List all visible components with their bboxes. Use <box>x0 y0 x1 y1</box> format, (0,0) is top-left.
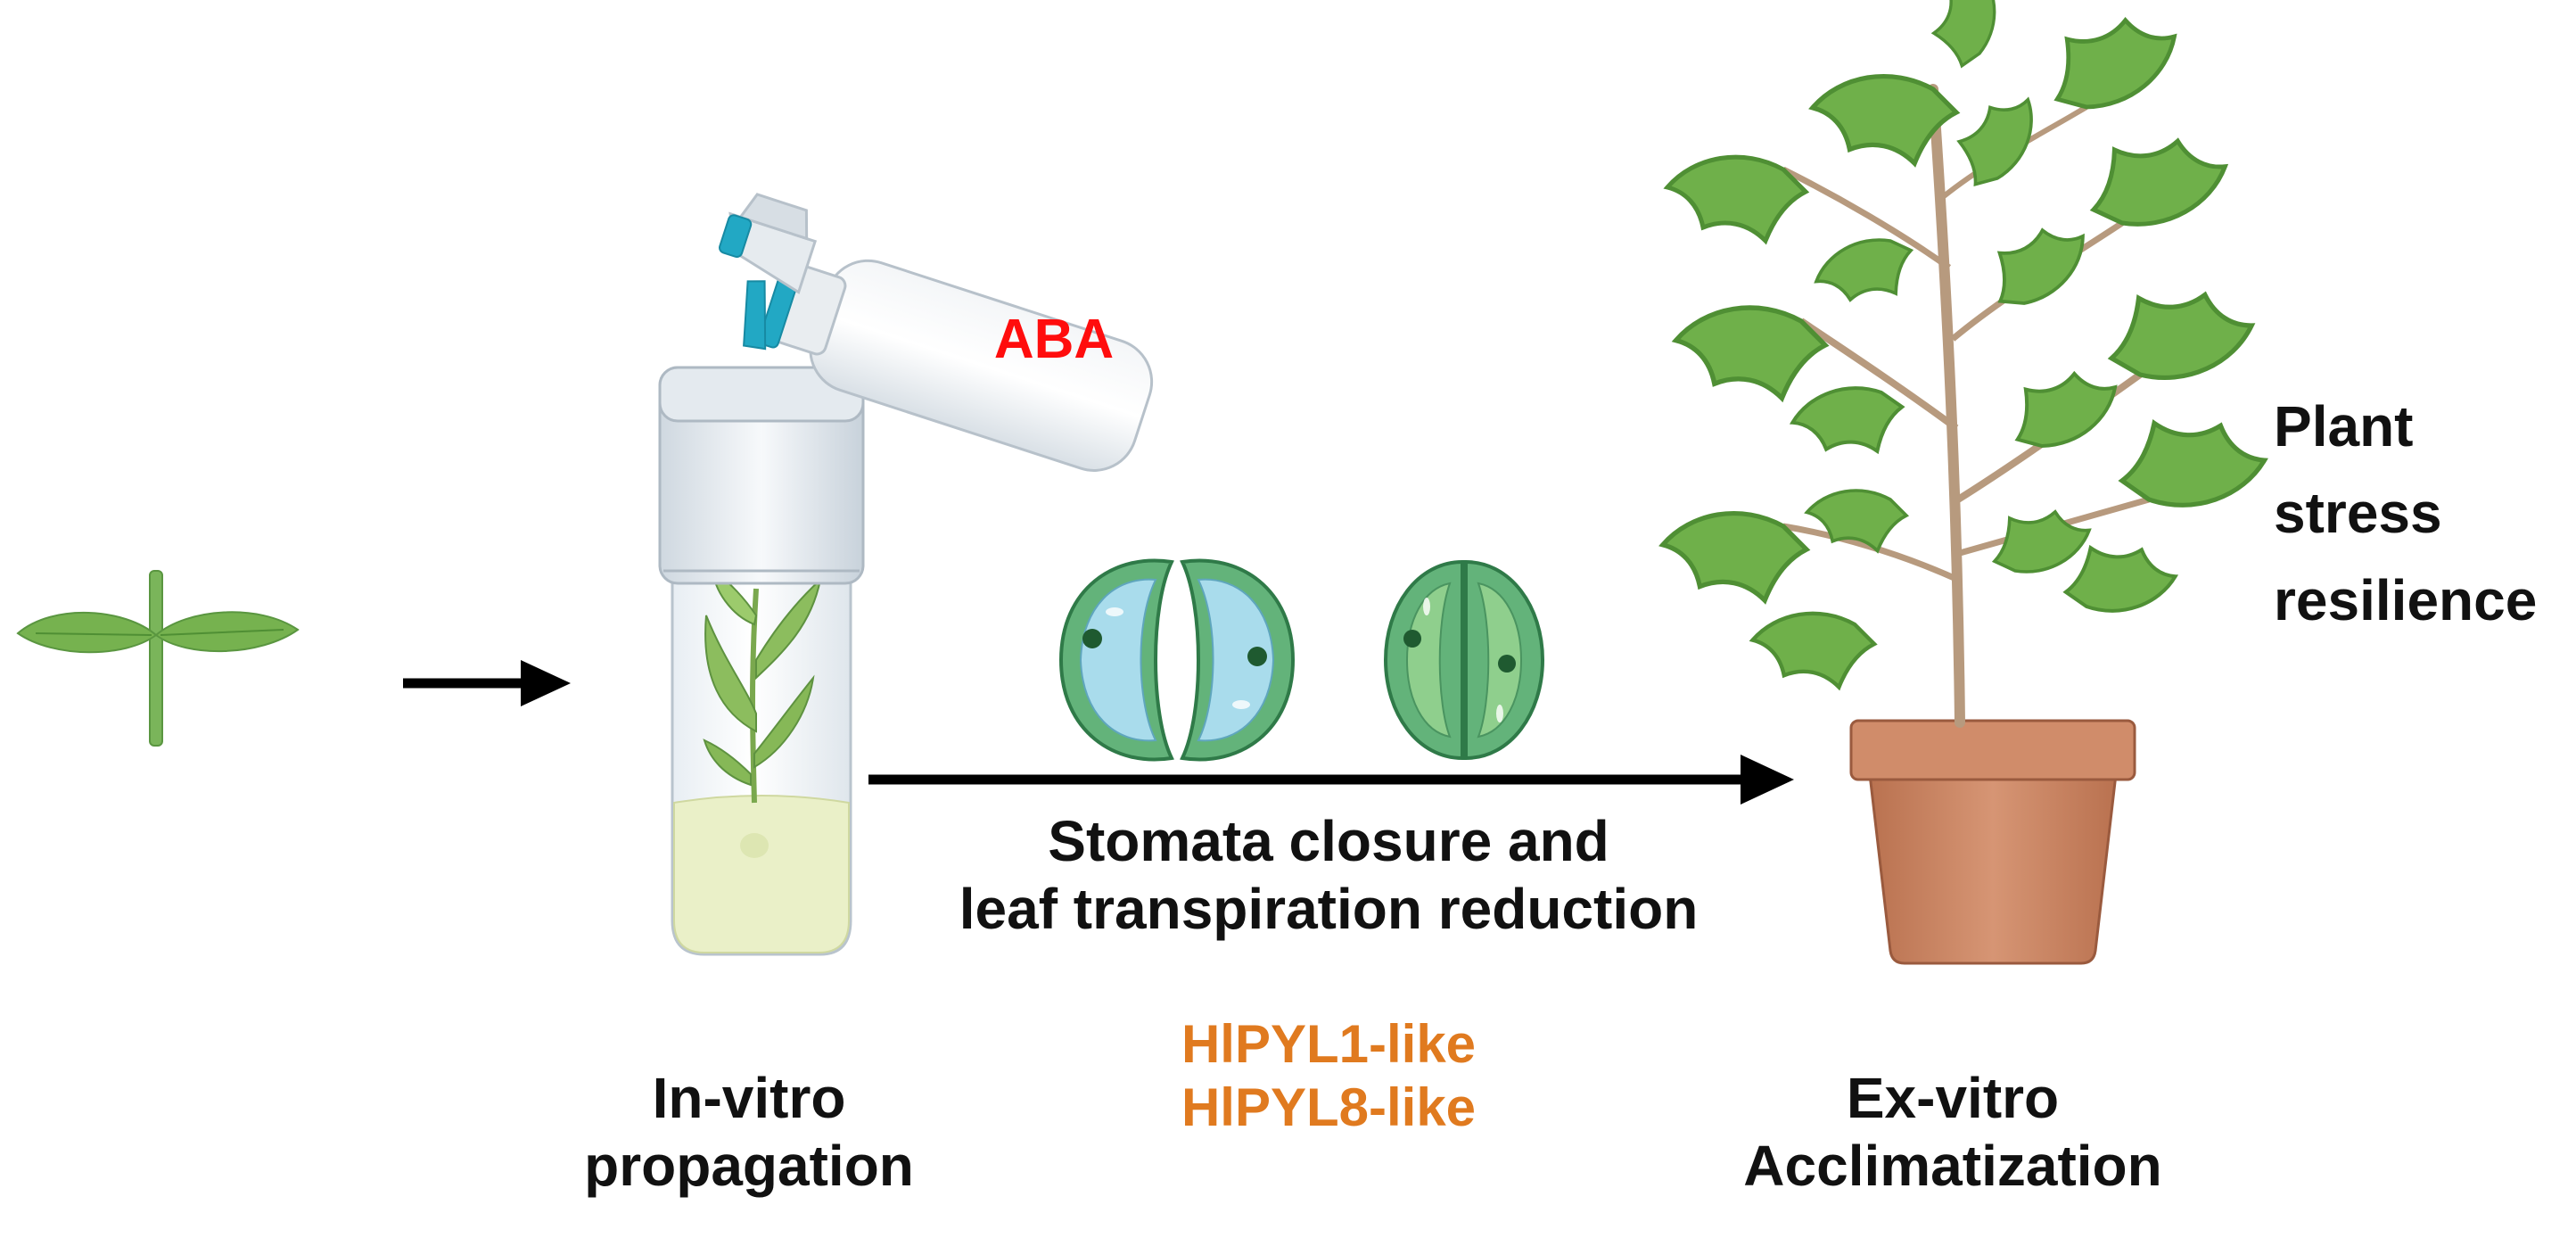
aba-label: ABA <box>993 309 1115 370</box>
stomata-caption-line2: leaf transpiration reduction <box>959 876 1699 941</box>
stomata-caption-line1: Stomata closure and <box>1048 809 1609 873</box>
exvitro-caption-line1: Ex-vitro <box>1846 1066 2060 1130</box>
arrow-to-plant <box>868 755 1794 805</box>
resilience-caption: Plant stress resilience <box>2274 384 2568 644</box>
seedling-icon <box>16 570 300 747</box>
open-stoma-icon <box>1058 558 1296 762</box>
invitro-caption: In-vitro propagation <box>571 1065 927 1200</box>
invitro-caption-line2: propagation <box>584 1133 914 1198</box>
stomata-caption: Stomata closure and leaf transpiration r… <box>856 808 1801 943</box>
closed-stoma-icon <box>1383 559 1545 761</box>
gene-labels: HlPYL1-like HlPYL8-like <box>1061 1013 1596 1140</box>
gene-label-pyl1: HlPYL1-like <box>1181 1014 1477 1074</box>
gene-label-pyl8: HlPYL8-like <box>1181 1077 1477 1137</box>
exvitro-caption: Ex-vitro Acclimatization <box>1685 1065 2220 1200</box>
invitro-caption-line1: In-vitro <box>652 1066 846 1130</box>
resilience-caption-line2: stress <box>2274 481 2442 546</box>
exvitro-caption-line2: Acclimatization <box>1743 1133 2162 1198</box>
potted-plant-icon <box>1663 0 2270 965</box>
culture-tube-icon <box>658 366 865 956</box>
spray-bottle-icon <box>719 193 1154 472</box>
resilience-caption-line3: resilience <box>2274 567 2538 632</box>
resilience-caption-line1: Plant <box>2274 394 2414 458</box>
arrow-to-tube <box>403 660 571 706</box>
